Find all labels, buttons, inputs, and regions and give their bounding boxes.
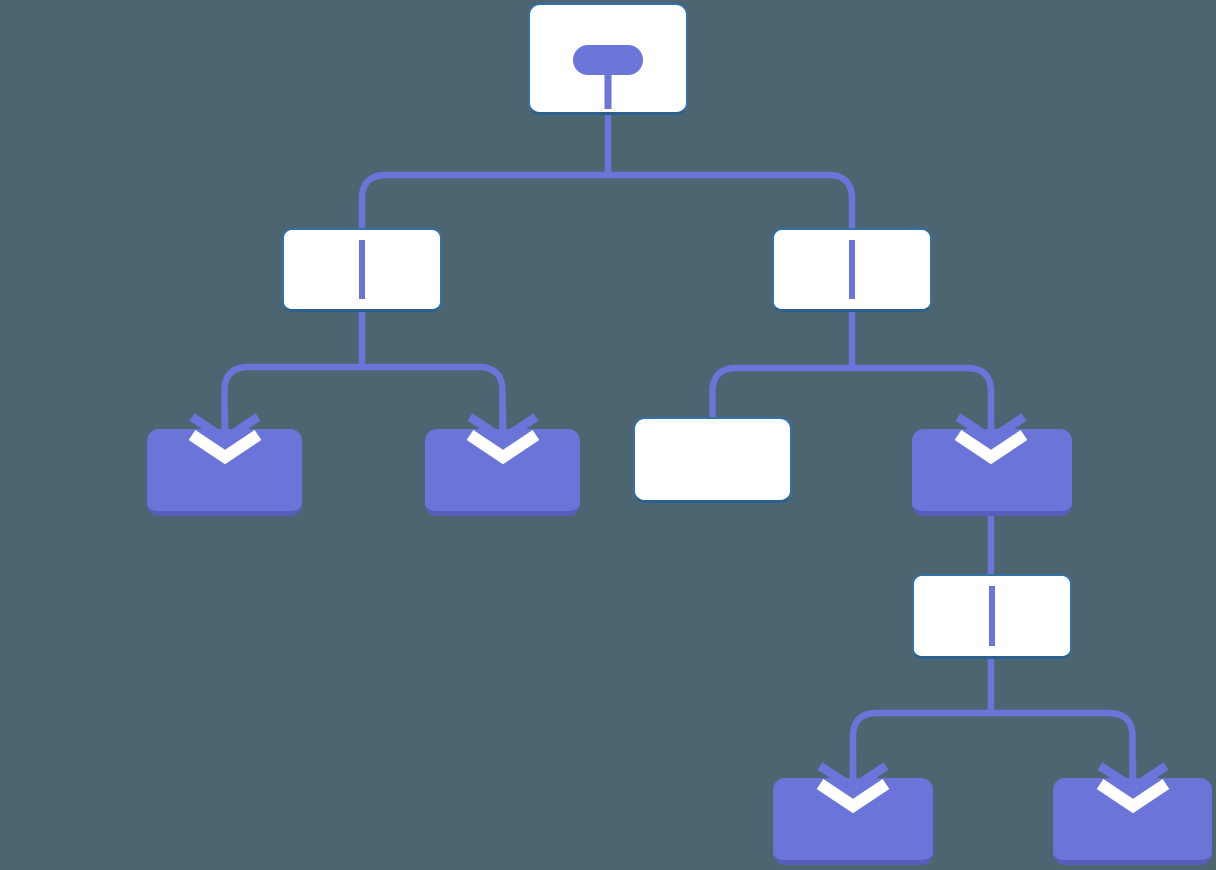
vertical-divider-line — [989, 586, 995, 646]
edge-branch-right-rail — [709, 364, 995, 430]
node-leaf-a — [147, 429, 302, 516]
node-branch-left — [282, 228, 442, 312]
node-root — [528, 3, 688, 115]
node-leaf-b — [425, 429, 580, 516]
node-branch-bottom — [912, 574, 1072, 659]
edge-root-rail — [358, 171, 856, 230]
node-leaf-d — [773, 778, 933, 865]
vertical-divider-line — [359, 240, 365, 299]
node-plain — [633, 417, 792, 503]
edge-branch-left-rail — [221, 363, 506, 430]
vertical-divider-line — [849, 240, 855, 299]
root-pill-stem — [604, 71, 612, 109]
node-leaf-e — [1053, 778, 1212, 865]
node-branch-right — [772, 228, 932, 312]
root-pill-icon — [573, 45, 643, 75]
node-leaf-c — [912, 429, 1072, 516]
edge-branch-bottom-rail — [849, 709, 1136, 779]
